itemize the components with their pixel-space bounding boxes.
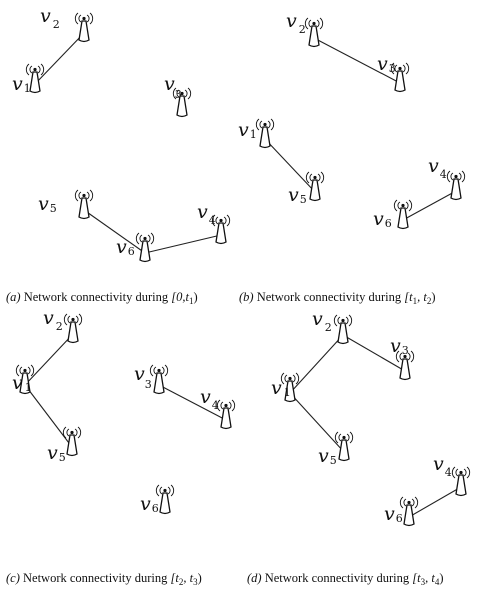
caption-c-interval: [t (171, 571, 180, 585)
antenna-v6-icon (155, 484, 175, 515)
node-label-v3: v3 (164, 73, 182, 101)
node-label-v4: v4 (200, 386, 219, 412)
edge-v1-v2 (24, 333, 74, 386)
antenna-v2-icon (333, 314, 353, 345)
node-label-v5: v5 (38, 193, 57, 215)
caption-a-label: (a) (6, 290, 21, 304)
antenna-v4-icon (216, 399, 236, 430)
edge-v5-v6 (83, 209, 146, 254)
antenna-v2-icon (63, 313, 83, 344)
caption-b-interval-sub2: 2 (427, 296, 432, 306)
caption-d-interval-sub: 3 (421, 577, 426, 587)
node-label-v5: v5 (318, 445, 337, 467)
antenna-v1-icon (15, 364, 35, 395)
node-label-v4: v4 (428, 155, 447, 181)
caption-b-interval: [t (404, 290, 413, 304)
antenna-v6-icon (135, 232, 155, 263)
caption-b-interval-close: ) (431, 290, 435, 304)
caption-d: (d) Network connectivity during [t3, t4) (247, 571, 444, 587)
antenna-v1-icon (25, 63, 45, 94)
caption-d-text: Network connectivity during (265, 571, 410, 585)
caption-c: (c) Network connectivity during [t2, t3) (6, 571, 202, 587)
caption-c-interval-close: ) (198, 571, 202, 585)
antenna-v1-icon (255, 118, 275, 149)
caption-b-label: (b) (239, 290, 254, 304)
node-label-v4: v4 (433, 453, 452, 479)
caption-d-interval-mid: , t (425, 571, 435, 585)
node-label-v5: v5 (288, 184, 307, 206)
antenna-v3-icon (172, 87, 192, 118)
caption-d-label: (d) (247, 571, 262, 585)
edge-v6-v4 (408, 486, 462, 518)
caption-a-interval-sub: 1 (189, 296, 194, 306)
caption-a-text: Network connectivity during (24, 290, 169, 304)
edge-v1-v5 (264, 138, 316, 193)
node-label-v3: v3 (377, 53, 396, 75)
caption-b-interval-mid: , t (417, 290, 427, 304)
caption-c-interval-sub: 2 (179, 577, 184, 587)
antenna-v4-icon (451, 466, 471, 497)
node-label-v5: v5 (47, 442, 66, 464)
edge-v1-v2 (34, 32, 85, 85)
edge-v1-v5 (289, 392, 345, 453)
antenna-v1-icon (280, 372, 300, 403)
caption-c-label: (c) (6, 571, 20, 585)
caption-a: (a) Network connectivity during [0,t1) (6, 290, 198, 306)
node-label-v6: v6 (373, 208, 392, 230)
edge-v2-v3 (342, 334, 406, 372)
node-label-v4: v4 (197, 201, 216, 227)
antenna-v6-icon (399, 496, 419, 527)
antenna-v5-icon (305, 171, 325, 202)
caption-a-interval: [0,t (171, 290, 189, 304)
caption-c-interval-mid: , t (183, 571, 193, 585)
antenna-v3-icon (390, 62, 410, 93)
caption-b-text: Network connectivity during (257, 290, 402, 304)
edge-v2-v3 (313, 37, 401, 84)
caption-d-interval: [t (412, 571, 421, 585)
antenna-v6-icon (393, 199, 413, 230)
edge-v6-v4 (144, 234, 222, 254)
node-label-v3: v3 (390, 335, 409, 357)
caption-a-interval-close: ) (193, 290, 197, 304)
node-label-v6: v6 (384, 503, 403, 525)
caption-c-text: Network connectivity during (23, 571, 168, 585)
caption-b: (b) Network connectivity during [t1, t2) (239, 290, 436, 306)
antenna-v4-icon (446, 170, 466, 201)
antenna-v2-icon (74, 12, 94, 43)
node-label-v3: v3 (134, 363, 152, 391)
caption-b-interval-sub: 1 (413, 296, 418, 306)
edge-v6-v4 (402, 190, 457, 221)
antenna-v2-icon (304, 17, 324, 48)
antenna-v3-icon (395, 350, 415, 381)
node-label-v6: v6 (140, 493, 159, 515)
node-label-v1: v1 (238, 119, 257, 141)
edge-v1-v5 (24, 384, 73, 448)
caption-c-interval-sub2: 3 (193, 577, 198, 587)
edge-v3-v4 (158, 384, 227, 421)
antenna-v5-icon (62, 426, 82, 457)
edge-v1-v2 (289, 334, 344, 394)
node-label-v6: v6 (116, 236, 135, 258)
caption-d-interval-close: ) (439, 571, 443, 585)
antenna-v5-icon (74, 189, 94, 220)
caption-d-interval-sub2: 4 (435, 577, 440, 587)
antenna-v4-icon (211, 214, 231, 245)
antenna-v5-icon (334, 431, 354, 462)
node-label-v1: v1 (12, 73, 31, 95)
antenna-v3-icon (149, 364, 169, 395)
